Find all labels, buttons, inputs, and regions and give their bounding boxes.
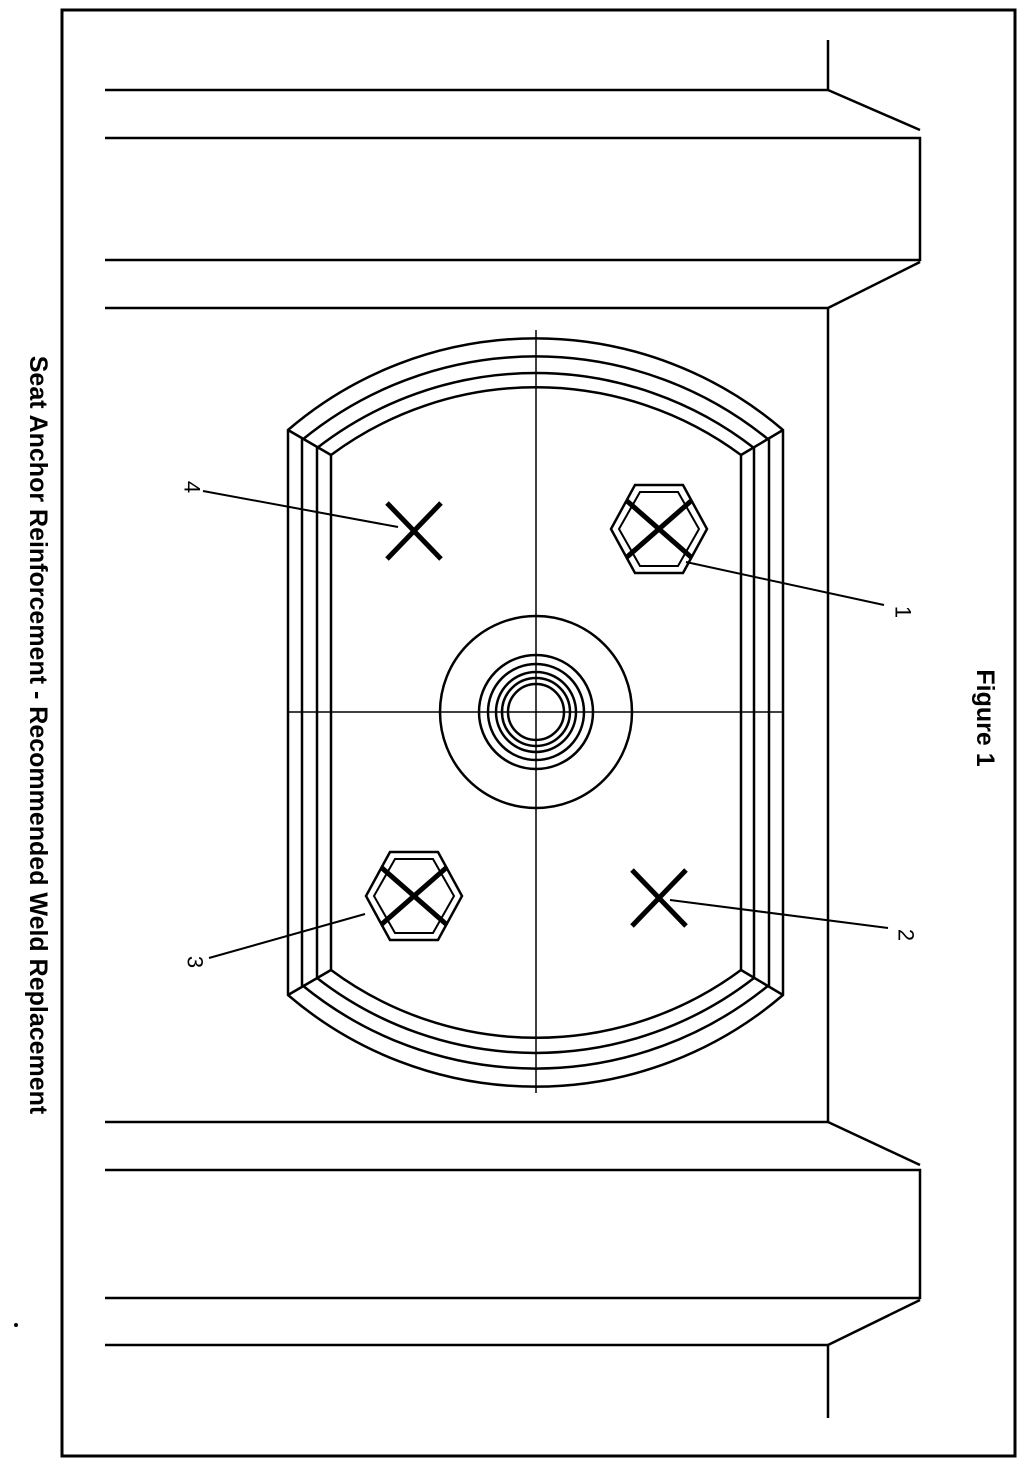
callout-label-3: 3	[183, 956, 208, 968]
leader-line-1	[685, 561, 885, 606]
weld-marker-3	[364, 850, 464, 942]
figure-title: Figure 1	[971, 669, 999, 766]
weld-marker-4	[385, 501, 443, 561]
centerlines	[288, 330, 783, 1093]
callout-label-4: 4	[180, 481, 205, 493]
figure-caption: Seat Anchor Reinforcement - Recommended …	[24, 356, 52, 1115]
callout-label-1: 1	[891, 606, 916, 618]
callout-label-2: 2	[894, 929, 919, 941]
center-bolt	[438, 614, 634, 810]
seat-track-rail-top	[105, 40, 922, 1124]
leader-line-2	[669, 899, 889, 929]
leader-line-3	[208, 913, 366, 959]
weld-marker-1	[609, 483, 709, 575]
seat-track-rail-bottom	[105, 1120, 922, 1418]
leader-lines	[202, 490, 889, 959]
weld-marker-2	[630, 868, 688, 928]
figure-border	[60, 8, 1017, 1458]
anchor-plate	[286, 337, 785, 1088]
stray-dot	[14, 1323, 18, 1327]
leader-line-4	[202, 490, 399, 528]
